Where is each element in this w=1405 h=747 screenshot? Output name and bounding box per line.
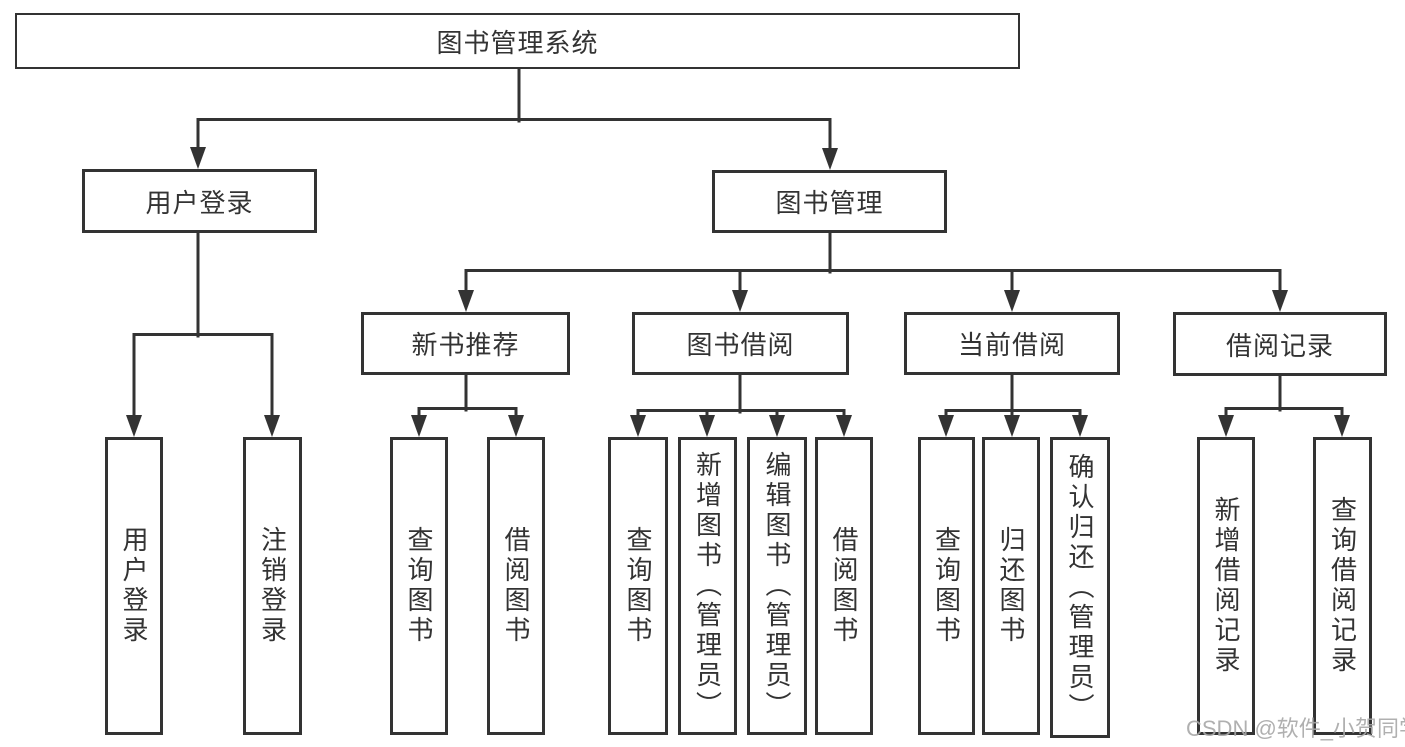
arrowhead xyxy=(732,290,748,312)
arrowhead xyxy=(1072,415,1088,437)
node-current-borrowing: 当前借阅 xyxy=(904,312,1120,375)
arrowhead xyxy=(630,415,646,437)
leaf-current-confirm-return-admin: 确认归还（管理员） xyxy=(1050,437,1110,738)
arrowhead xyxy=(1218,415,1234,437)
arrowhead xyxy=(508,415,524,437)
arrowhead xyxy=(769,415,785,437)
node-new-book-recommend: 新书推荐 xyxy=(361,312,570,375)
arrowhead xyxy=(836,415,852,437)
arrowhead xyxy=(1004,415,1020,437)
leaf-current-query-books: 查询图书 xyxy=(918,437,975,735)
arrowhead xyxy=(1272,290,1288,312)
arrowhead xyxy=(1004,290,1020,312)
node-user-login: 用户登录 xyxy=(82,169,317,233)
leaf-user-login: 用户登录 xyxy=(105,437,163,735)
tree-edges xyxy=(132,67,1344,419)
leaf-recommend-query-books: 查询图书 xyxy=(390,437,448,735)
arrowhead xyxy=(126,415,142,437)
arrowhead xyxy=(411,415,427,437)
leaf-borrowing-query-books: 查询图书 xyxy=(608,437,668,735)
leaf-records-query-record: 查询借阅记录 xyxy=(1313,437,1372,735)
arrowhead xyxy=(699,415,715,437)
arrowhead xyxy=(458,290,474,312)
node-book-management: 图书管理 xyxy=(712,170,947,233)
leaf-borrowing-borrow-books: 借阅图书 xyxy=(815,437,873,735)
leaf-borrowing-add-books-admin: 新增图书（管理员） xyxy=(678,437,737,735)
csdn-watermark: CSDN @软件_小贺同学 xyxy=(1186,716,1405,741)
node-borrowing-records: 借阅记录 xyxy=(1173,312,1387,376)
arrowhead xyxy=(264,415,280,437)
node-book-borrowing: 图书借阅 xyxy=(632,312,849,375)
leaf-records-add-record: 新增借阅记录 xyxy=(1197,437,1255,735)
leaf-current-return-books: 归还图书 xyxy=(982,437,1040,735)
leaf-logout: 注销登录 xyxy=(243,437,302,735)
node-library-management-system: 图书管理系统 xyxy=(15,13,1020,69)
arrowhead xyxy=(938,415,954,437)
leaf-borrowing-edit-books-admin: 编辑图书（管理员） xyxy=(747,437,807,735)
arrowhead xyxy=(1334,415,1350,437)
arrowhead xyxy=(190,147,206,169)
arrowhead xyxy=(822,148,838,170)
leaf-recommend-borrow-books: 借阅图书 xyxy=(487,437,545,735)
